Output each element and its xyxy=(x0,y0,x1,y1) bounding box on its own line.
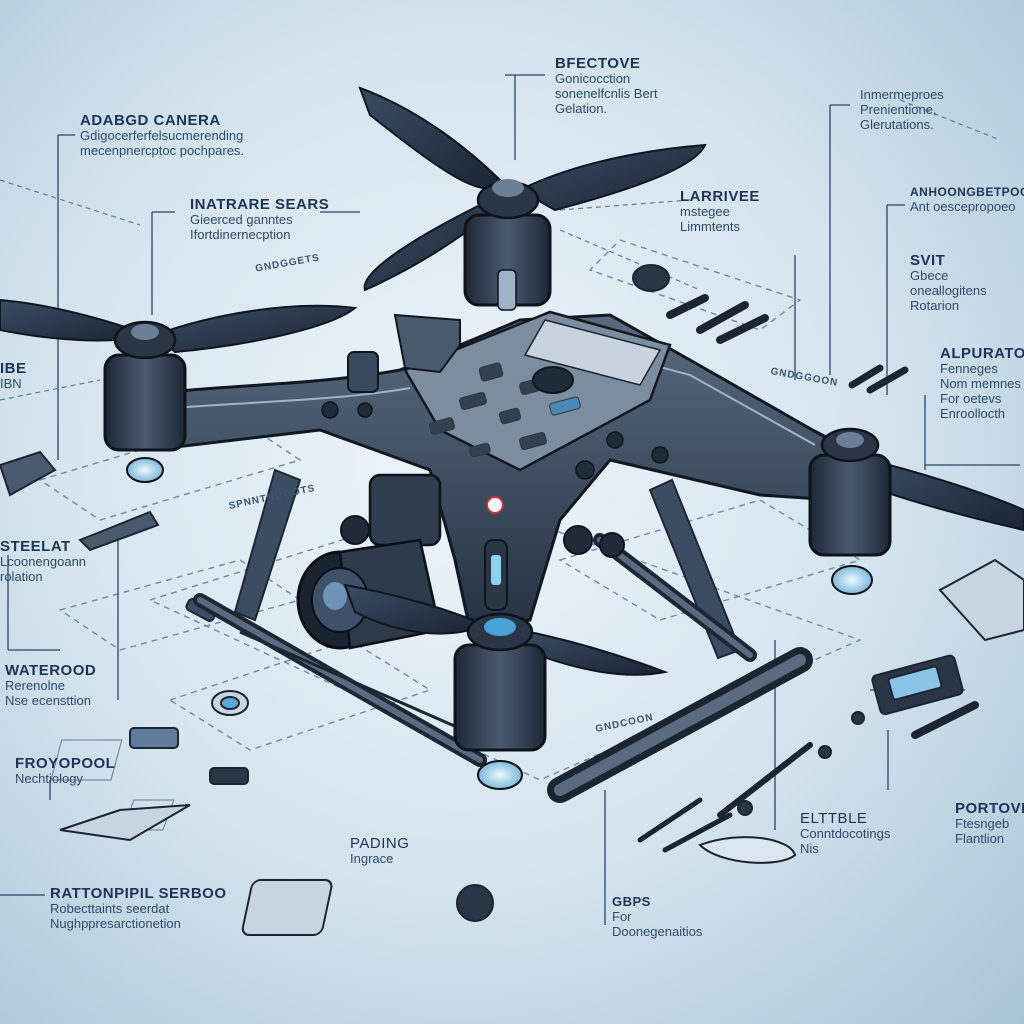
callout-right-upper: ANHOONGBETPOOL Ant oescepropoeo xyxy=(910,185,1024,215)
callout-desc: Rerenolne Nse ecensttion xyxy=(5,678,91,709)
callout-desc: Lcoonengoann rolation xyxy=(0,554,87,585)
callout-alpurator: ALPURATOR Fenneges Nom memnes For oetevs… xyxy=(940,345,1024,422)
landing-gear xyxy=(185,468,757,767)
callout-steelat: STEELAT Lcoonengoann rolation xyxy=(0,538,86,585)
propeller-back-left xyxy=(0,298,358,354)
callout-title: PORTOVPER xyxy=(955,800,1024,817)
callout-desc: Ant oescepropoeo xyxy=(910,198,1016,214)
callout-title: SVIT xyxy=(910,252,946,269)
callout-title: LARRIVEE xyxy=(680,188,760,205)
callout-title: BFECTOVE xyxy=(555,55,641,72)
callout-desc: Gdigocerferfelsucmerending mecenpnercpto… xyxy=(80,128,245,159)
callout-desc: Robecttaints seerdat Nughppresarctioneti… xyxy=(50,901,181,932)
leader-lines xyxy=(0,74,1020,925)
callout-intrare-sears: INATRARE SEARS Gieerced ganntes Ifortdin… xyxy=(190,196,329,243)
callout-title: ALPURATOR xyxy=(940,345,1024,362)
motor-front xyxy=(453,612,547,790)
callout-gbps: GBPS For Doonegenaitios xyxy=(612,894,703,940)
callout-desc: For Doonegenaitios xyxy=(612,908,703,939)
callout-title: WATEROOD xyxy=(5,662,97,679)
callout-padding: PADING Ingrace xyxy=(350,835,409,867)
callout-advanced-camera: ADABGD CANERA Gdigocerferfelsucmerending… xyxy=(80,112,244,159)
callout-title: INATRARE SEARS xyxy=(190,196,330,213)
callout-title: RATTONPIPIL SERBOO xyxy=(50,885,227,902)
callout-top-right: Inmermeproes Prenientione, Glerutations. xyxy=(860,87,944,133)
callout-eltble: ELTTBLE Conntdocotings Nis xyxy=(800,810,890,857)
callout-title: ELTTBLE xyxy=(800,810,868,827)
callout-desc: Nechtiology xyxy=(15,771,83,787)
callout-title: STEELAT xyxy=(0,538,71,555)
callout-desc: Gieerced ganntes Ifortdinernecption xyxy=(190,212,293,243)
callout-froypopool: FROYOPOOL Nechtiology xyxy=(15,755,115,787)
callout-title: FROYOPOOL xyxy=(15,755,116,772)
callout-title: PADING xyxy=(350,835,410,852)
callout-desc: IBN xyxy=(0,376,22,392)
callout-desc: Inmermeproes Prenientione, Glerutations. xyxy=(860,87,944,132)
drone-frame xyxy=(138,310,837,632)
callout-desc: Fenneges Nom memnes For oetevs Enroolloc… xyxy=(940,361,1021,422)
callout-larrivee: LARRIVEE mstegee Limmtents xyxy=(680,188,760,235)
callout-title: IBE xyxy=(0,360,27,377)
callout-portovper: PORTOVPER Ftesngeb Flantlion xyxy=(955,800,1024,847)
callout-desc: mstegee Limmtents xyxy=(680,204,740,235)
callout-ratonpipi: RATTONPIPIL SERBOO Robecttaints seerdat … xyxy=(50,885,227,932)
callout-svit: SVIT Gbece oneallogitens Rotarion xyxy=(910,252,1024,314)
callout-waterood: WATEROOD Rerenolne Nse ecensttion xyxy=(5,662,96,709)
accessory-parts xyxy=(0,264,1024,936)
callout-title: GBPS xyxy=(612,894,651,909)
callout-title: ANHOONGBETPOOL xyxy=(910,185,1024,199)
callout-desc: Conntdocotings Nis xyxy=(800,826,891,857)
motor-top xyxy=(463,179,552,311)
motor-back-left xyxy=(103,320,187,483)
motor-right xyxy=(808,427,892,595)
callout-left-be: IBE IBN xyxy=(0,360,27,392)
callout-desc: Ingrace xyxy=(350,851,394,867)
callout-title: ADABGD CANERA xyxy=(80,112,221,129)
callout-desc: Gonicocction sonenelfcnlis Bert Gelation… xyxy=(555,71,658,117)
callout-effective: BFECTOVE Gonicocction sonenelfcnlis Bert… xyxy=(555,55,658,117)
dashed-leaders xyxy=(0,99,1001,401)
callout-desc: Ftesngeb Flantlion xyxy=(955,816,1010,847)
callout-desc: Gbece oneallogitens Rotarion xyxy=(910,268,987,314)
